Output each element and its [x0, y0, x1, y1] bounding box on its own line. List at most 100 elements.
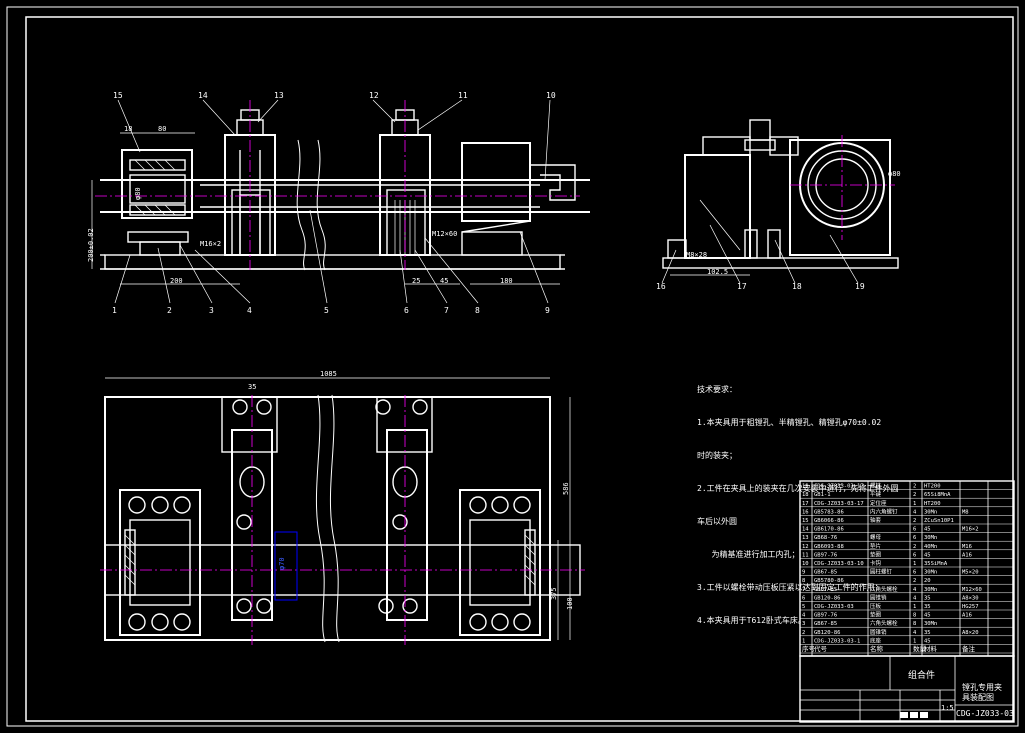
balloon-18: 18 [792, 282, 802, 291]
bom-header-cell: 备注 [962, 644, 976, 653]
bom-cell: GB67-85 [814, 621, 837, 627]
bom-cell: A16 [962, 613, 972, 619]
bom-cell: 6 [913, 570, 916, 576]
bom-cell: HT200 [924, 501, 941, 507]
bom-cell: 螺柱 [870, 482, 882, 490]
bom-cell: 30Mn [924, 535, 937, 541]
dim-side-bore: φ80 [888, 170, 901, 178]
dim-plan-dia: φ70 [278, 557, 286, 570]
bom-cell: CDG-JZ033-03-10 [814, 561, 864, 567]
bom-cell: 2 [913, 518, 916, 524]
bom-cell: 12 [802, 544, 809, 550]
balloon-labels: 15 14 13 12 11 10 1 2 3 4 5 6 7 8 9 16 1… [112, 91, 865, 315]
notes-line-2: 时的装夹； [697, 451, 737, 460]
technical-notes: 技术要求： 1.本夹具用于粗镗孔、半精镗孔、精镗孔φ70±0.02 时的装夹； … [697, 362, 899, 637]
bom-cell: 35SiMnA [924, 561, 948, 567]
dimension-labels: 18 80 200 25 45 180 M16×2 M12×60 200±0.0… [87, 125, 901, 610]
outer-border [6, 6, 1019, 727]
bom-cell: M5×20 [962, 570, 979, 576]
title-block-fills [900, 712, 928, 718]
bom-cell: 6 [913, 527, 916, 533]
dim-102-5: 102.5 [707, 268, 728, 276]
balloon-15: 15 [113, 91, 123, 100]
bom-cell: 轴套 [870, 516, 882, 524]
bom-cell: 8 [913, 613, 916, 619]
bom-cell: 5 [802, 604, 805, 610]
leaders [114, 99, 551, 304]
bom-cell: 15 [802, 518, 809, 524]
front-view [91, 109, 590, 285]
balloon-3: 3 [209, 306, 214, 315]
bom-cell: 2 [802, 630, 805, 636]
bom-cell: 4 [913, 630, 917, 636]
bom-cell: 定位座 [870, 499, 887, 507]
bom-cell: 2 [913, 492, 916, 498]
bom-cell: 65Si8MnA [924, 492, 951, 498]
bom-cell: 螺母 [870, 533, 882, 541]
balloon-7: 7 [444, 306, 449, 315]
bom-cell: GB68-76 [814, 535, 837, 541]
bom-cell: 8 [802, 578, 805, 584]
bom-cell: 卡钩 [870, 559, 882, 567]
balloon-17: 17 [737, 282, 747, 291]
bom-cell: A16 [962, 552, 972, 558]
bom-cell: 18 [802, 492, 809, 498]
bom-cell: 6 [913, 535, 916, 541]
bom-cell: 4 [913, 509, 917, 515]
bom-header-cell: 代号 [814, 644, 828, 653]
bom-cell: 1 [802, 638, 805, 644]
bom-cell: 13 [802, 535, 809, 541]
bom-cell: 2 [913, 544, 916, 550]
bom-cell: 内六角螺钉 [870, 507, 898, 515]
plan-dimension-blue [274, 531, 298, 601]
notes-line-1: 1.本夹具用于粗镗孔、半精镗孔、精镗孔φ70±0.02 [697, 418, 882, 427]
dim-35: 35 [248, 383, 256, 391]
bom-cell: 17 [802, 501, 809, 507]
bom-cell: 30Mn [924, 587, 937, 593]
bom-cell: 8 [913, 621, 916, 627]
plan-centerlines [100, 395, 585, 645]
bom-cell: 30Mn [924, 509, 937, 515]
balloon-8: 8 [475, 306, 480, 315]
bom-cell: 40Mn [924, 544, 937, 550]
title-drawing-no: CDG-JZ033-03 [956, 709, 1014, 718]
balloon-12: 12 [369, 91, 379, 100]
notes-line-3: 2.工件在夹具上的装夹在几次安装中进行，先将工件外圆 [697, 484, 899, 493]
dim-45: 45 [440, 277, 448, 285]
bom-cell: 3 [802, 621, 805, 627]
bom-cell: 六角头螺栓 [870, 585, 898, 593]
balloon-14: 14 [198, 91, 208, 100]
bom-cell: A8×20 [962, 630, 979, 636]
dim-200: 200 [170, 277, 183, 285]
notes-title: 技术要求： [697, 385, 737, 394]
bom-cell: GB120-86 [814, 630, 841, 636]
dim-586: 586 [562, 482, 570, 495]
balloon-6: 6 [404, 306, 409, 315]
bom-cell: 45 [924, 552, 931, 558]
dim-80: 80 [158, 125, 166, 133]
bom-cell: 30Mn [924, 621, 937, 627]
bom-header-cell: 数量 [913, 644, 927, 653]
bom-cell: GB97-76 [814, 552, 837, 558]
bom-cell: M8 [962, 509, 969, 515]
bom-header-cell: 材料 [924, 644, 938, 653]
dim-m12: M12×60 [432, 230, 457, 238]
bom-cell: 2 [913, 578, 916, 584]
dim-height-tol: 200±0.02 [87, 228, 95, 262]
bom-cell: M12×60 [962, 587, 982, 593]
balloon-13: 13 [274, 91, 284, 100]
bom-cell: GB5780-86 [814, 578, 844, 584]
side-leaders [661, 224, 859, 284]
bom-cell: 14 [802, 527, 809, 533]
notes-line-4: 车后以外圆 [697, 517, 737, 526]
bom-cell: 1 [913, 501, 916, 507]
bom-cell: GB67-85 [814, 570, 837, 576]
bom-cell: GB1-1 [814, 492, 831, 498]
bom-cell: 45 [924, 527, 931, 533]
bom-cell: 底座 [870, 636, 882, 644]
balloon-10: 10 [546, 91, 556, 100]
notes-line-5: 为精基准进行加工内孔； [697, 550, 800, 559]
bom-cell: 圆锥销 [870, 593, 887, 601]
bom-cell: 7 [802, 587, 805, 593]
